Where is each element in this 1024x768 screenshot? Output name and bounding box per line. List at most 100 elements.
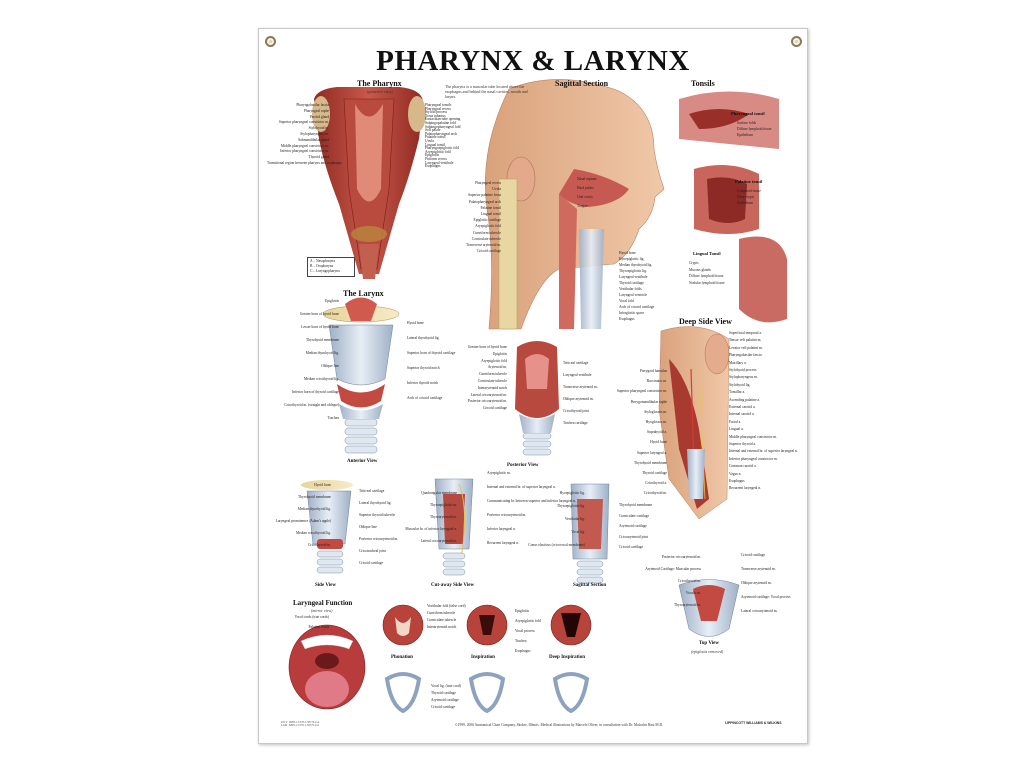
- anatomy-label: Arch of cricoid cartilage: [407, 396, 443, 400]
- larynx-anterior-illustration: [322, 297, 400, 454]
- anatomy-label: Esophagus: [515, 649, 531, 653]
- anatomy-label: Aryepiglottic fold: [425, 149, 451, 154]
- caption-cutaway-side-view: Cut-away Side View: [431, 583, 475, 588]
- anatomy-label: Thyroarytenoid m.: [430, 515, 457, 519]
- anatomy-label: Lateral thyrohyoid lig.: [407, 336, 440, 340]
- anatomy-label: Styloglossus m.: [644, 409, 667, 414]
- anatomy-label: Hyoid bone: [407, 321, 424, 325]
- anatomy-label: Cricoid cartilage: [431, 705, 456, 709]
- anatomy-label: Nodular lymphoid tissue: [689, 280, 725, 285]
- poster-title: PHARYNX & LARYNX: [376, 45, 690, 77]
- caption-anterior-view: Anterior View: [347, 459, 378, 464]
- caption-top-view-sub: (epiglottis removed): [691, 649, 724, 654]
- publisher-logo: LIPPINCOTT WILLIAMS & WILKINS: [725, 721, 782, 725]
- anatomy-label: Maxillary a.: [729, 360, 747, 365]
- anatomy-label: Aryepiglottic fold: [475, 224, 501, 229]
- anatomy-label: Diffuse lymphoid tissue: [689, 274, 724, 278]
- anatomy-label: Interarytenoid notch: [427, 625, 457, 629]
- anatomy-label: Vagus n.: [729, 471, 742, 476]
- anatomy-label: Triticeal cartilage: [359, 489, 385, 493]
- anatomy-label: Superior laryngeal a.: [636, 450, 667, 455]
- anatomy-label: Internal carotid a.: [729, 412, 755, 417]
- grommet-top-left: [265, 36, 276, 47]
- anatomy-label: Arytenoid cartilage: [619, 524, 647, 528]
- anatomy-label: Suprahyoid a.: [647, 430, 667, 435]
- anatomy-label: Stylohyoid m.: [308, 126, 329, 131]
- anatomy-label: Lingual a.: [729, 427, 744, 432]
- anatomy-label: Epithelium: [737, 133, 753, 137]
- anatomy-label: Stylohyoid process: [729, 368, 757, 372]
- tonsil-title-palatine: Palatine tonsil: [735, 179, 763, 184]
- anatomy-label: Superior thyroid a.: [729, 442, 757, 446]
- anatomy-label: Epiglottis: [325, 299, 339, 303]
- anatomy-label: Laryngeal vestibule: [425, 160, 454, 165]
- anatomy-label: Transverse arytenoid m.: [466, 243, 501, 247]
- anatomy-label: Middle pharyngeal constrictor m.: [280, 143, 329, 148]
- anatomy-label: Facial a.: [729, 419, 742, 424]
- anatomy-label: Stylohyoid lig.: [729, 382, 751, 387]
- anatomy-label: Corniculate tubercle: [477, 379, 507, 383]
- anatomy-poster: PHARYNX & LARYNX: [258, 28, 808, 744]
- anatomy-label: Torus tubarius: [425, 113, 446, 118]
- anatomy-label: Hyoid bone: [619, 251, 636, 255]
- legend-item: C – Laryngopharynx: [310, 269, 340, 273]
- anatomy-label: Diffuse lymphoid tissue: [737, 127, 772, 131]
- anatomy-label: Pharyngobasilar fascia: [296, 103, 329, 107]
- anatomy-label: Epiglottis: [515, 609, 529, 613]
- anatomy-label: Arytenoid Cartilage: Muscular process: [645, 567, 701, 571]
- anatomy-label: Crypts: [689, 261, 699, 265]
- sagittal-head-illustration: [485, 79, 665, 330]
- anatomy-label: Laryngeal vestibule: [619, 275, 648, 279]
- anatomy-label: Cricoid cartilage: [476, 249, 501, 254]
- anatomy-label: Cricothyroid joint: [563, 409, 589, 413]
- anatomy-label: Palatine tonsil: [425, 135, 446, 140]
- anatomy-label: Superior palatine fossa: [468, 193, 501, 198]
- anatomy-label: Cricothyroid a.: [645, 481, 667, 486]
- glottis-views: [382, 604, 592, 646]
- caption-phonation: Phonation: [391, 655, 413, 660]
- anatomy-label: Thyrohyoid membrane: [305, 338, 339, 342]
- anatomy-label: Nasal septum: [577, 177, 597, 181]
- anatomy-label: Pharyngoepiglottic fold: [425, 146, 460, 151]
- anatomy-label: Triticeal cartilage: [563, 361, 589, 365]
- anatomy-label: Mucous glands: [689, 267, 711, 272]
- section-the-larynx: The Larynx: [343, 289, 384, 298]
- anatomy-label: Thyroid cartilage: [642, 471, 667, 475]
- anatomy-label: Oblique line: [359, 525, 377, 529]
- anatomy-label: Greater horn of hyoid bone: [299, 312, 339, 316]
- anatomy-label: Hyoid bone: [650, 440, 667, 445]
- anatomy-label: Recurrent laryngeal n.: [729, 486, 762, 491]
- anatomy-label: Lateral cricoarytenoid m.: [470, 392, 507, 397]
- anatomy-label: Cricoid cartilage: [482, 406, 507, 411]
- anatomy-label: Median cricothyroid lig.: [303, 377, 339, 381]
- tonsil-title-lingual: Lingual Tonsil: [693, 251, 721, 256]
- anatomy-label: Inferior pharyngeal constrictor m.: [729, 456, 778, 461]
- anatomy-label: Corniculate cartilage: [619, 513, 650, 518]
- anatomy-label: Oblique line: [321, 364, 339, 368]
- anatomy-label: Thyroid cartilage: [619, 281, 644, 285]
- anatomy-label: Vestibular folds: [619, 287, 642, 291]
- anatomy-label: Aryepiglottic m.: [487, 471, 511, 475]
- anatomy-label: Conus elasticus (cricovocal membrane): [528, 543, 585, 547]
- anatomy-label: Soft palate: [425, 128, 441, 133]
- anatomy-label: Cuneiform tubercle: [472, 230, 501, 235]
- anatomy-label: Salpingopalatine fold: [425, 121, 456, 125]
- anatomy-label: Styloid process: [425, 110, 448, 115]
- anatomy-label: External carotid a.: [729, 405, 756, 409]
- anatomy-label: Posterior cricoarytenoid m.: [467, 399, 507, 404]
- caption-sagittal-section: Sagittal Section: [573, 583, 607, 588]
- anatomy-label: Hyoid bone: [314, 483, 331, 487]
- anatomy-label: Palatopharyngeal arch: [468, 199, 501, 204]
- section-tonsils: Tonsils: [691, 79, 715, 88]
- larynx-posterior-illustration: [515, 341, 559, 456]
- anatomy-label: Interarytenoid notch: [477, 385, 507, 390]
- open-mouth-illustration: [288, 624, 366, 710]
- anatomy-label: Recurrent laryngeal n.: [487, 541, 520, 545]
- anatomy-label: Thyroid gland: [308, 155, 329, 160]
- poster-fineprint: #2TV ISBN-13 978-1-58779-xxx LAM ISBN-13…: [281, 721, 320, 728]
- anatomy-label: Lymphoid tissue: [737, 189, 761, 193]
- anatomy-label: Deep crypts: [737, 195, 755, 199]
- anatomy-label: Pharyngeal recess: [425, 106, 451, 111]
- section-laryngeal-function-sub: (mirror view): [311, 608, 333, 613]
- anatomy-label: Superficial temporal a.: [729, 331, 762, 335]
